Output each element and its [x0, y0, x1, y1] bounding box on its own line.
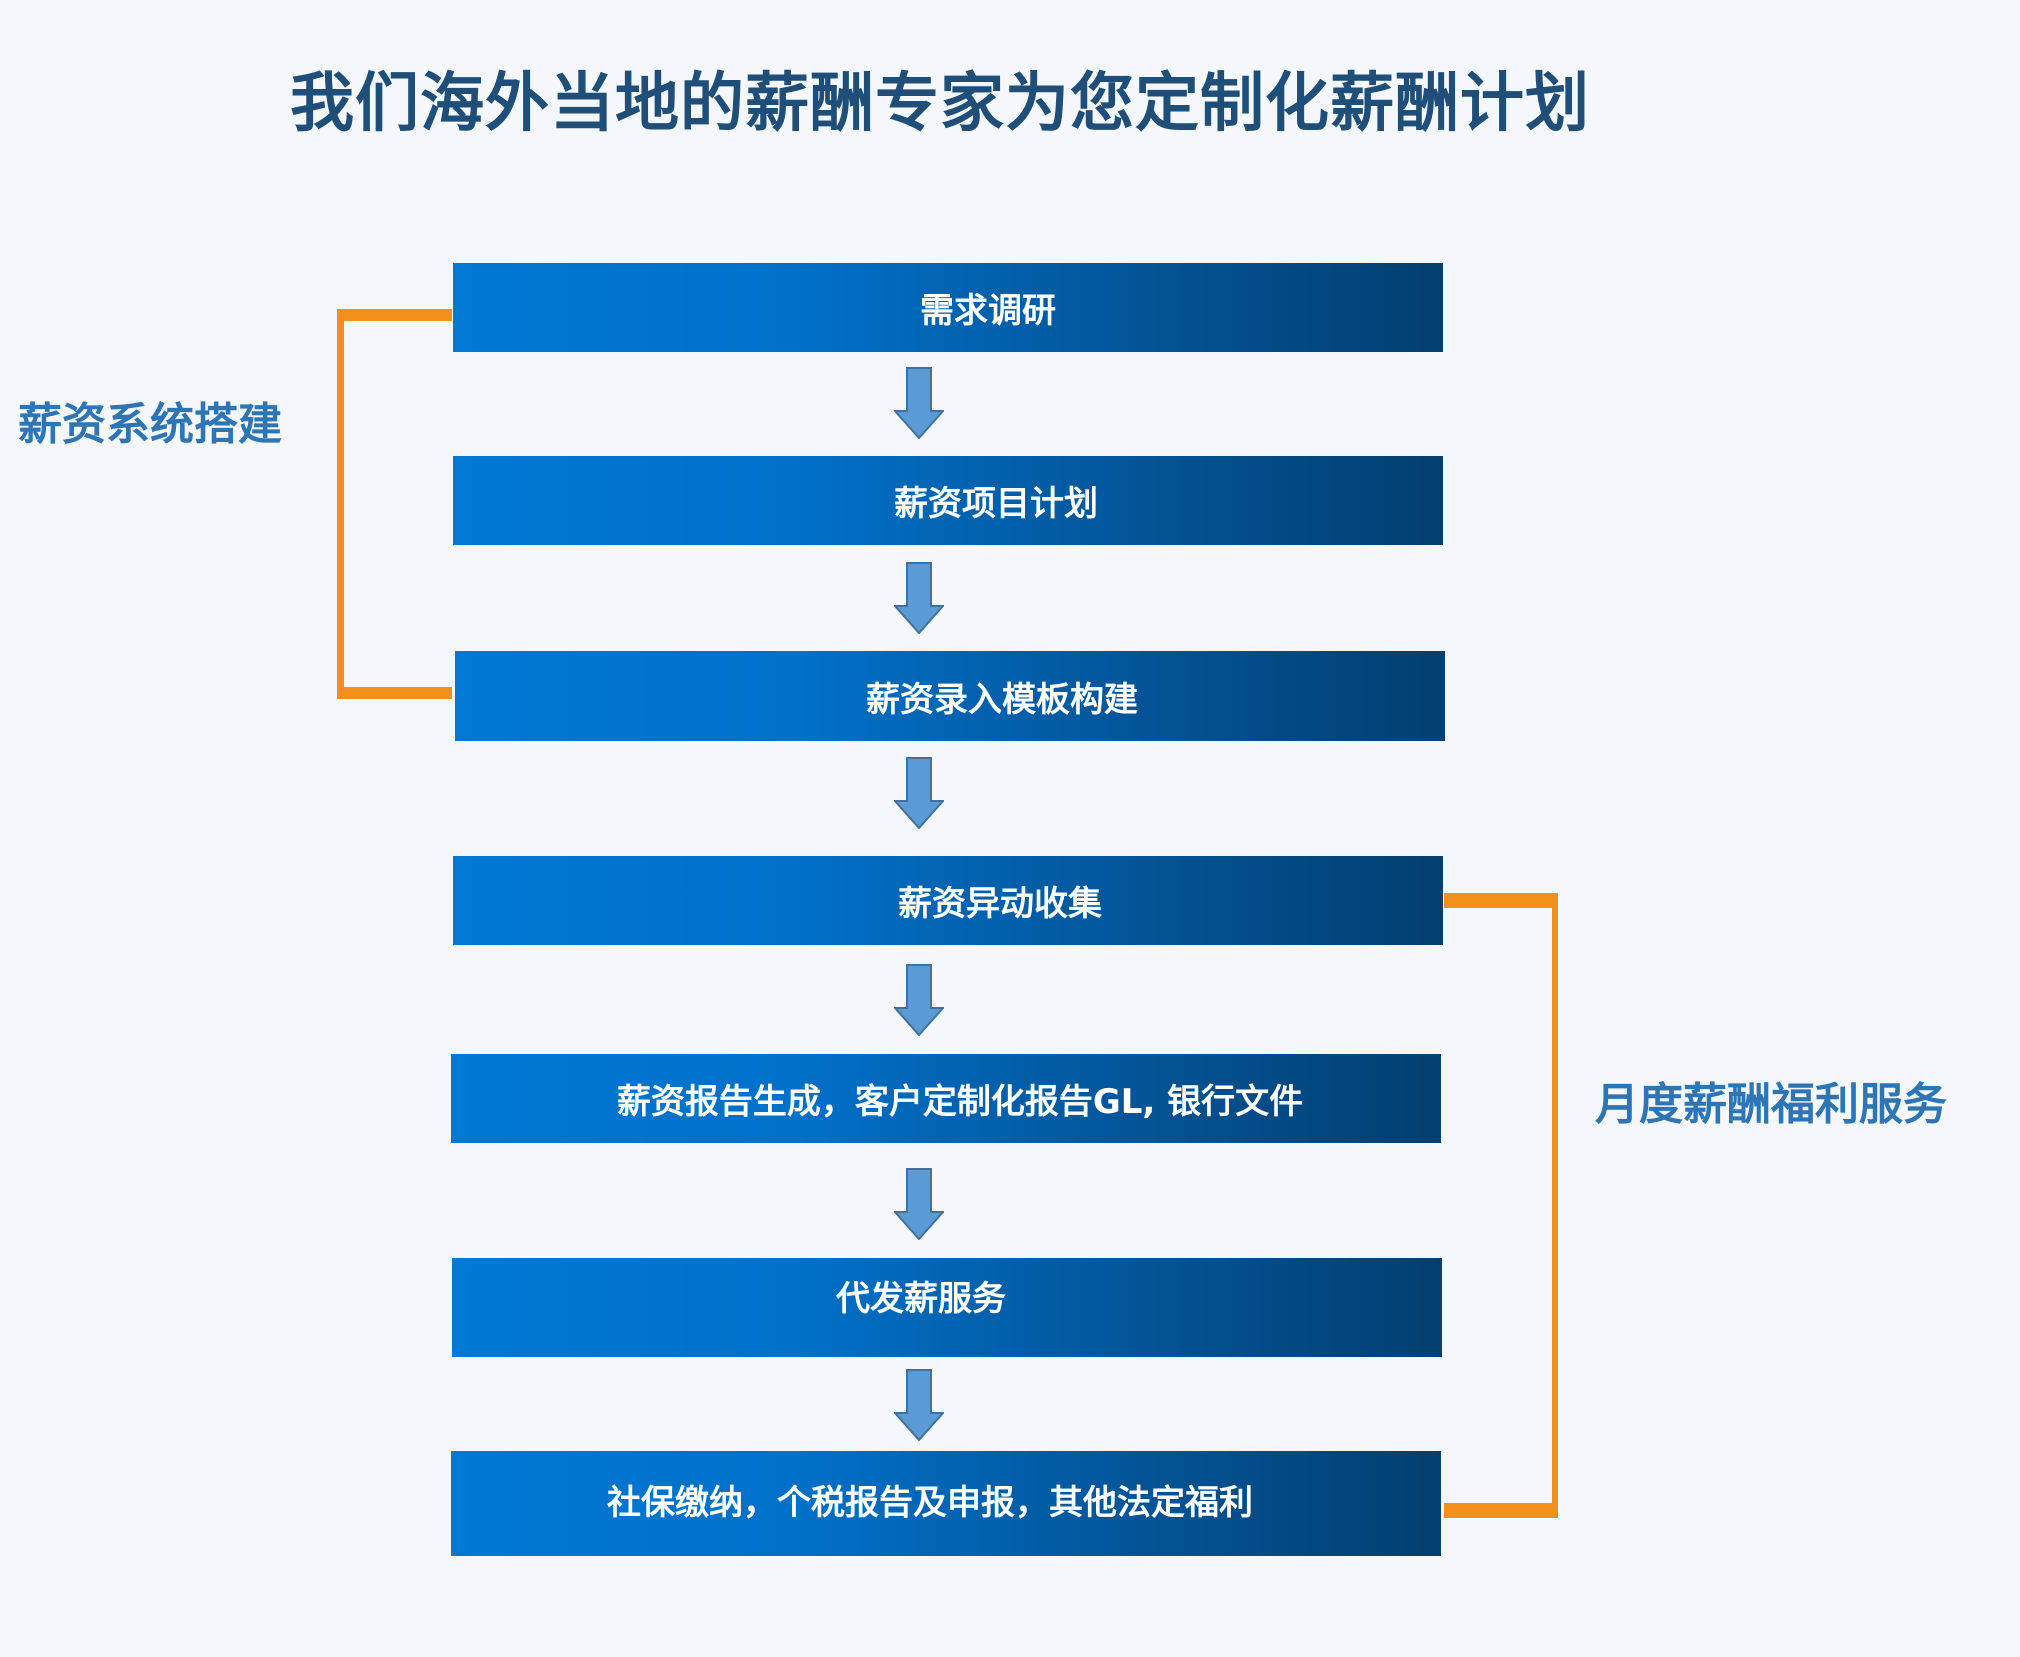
down-arrow-icon — [892, 1369, 946, 1445]
step-payroll-project-plan: 薪资项目计划 — [453, 456, 1443, 545]
step-label: 需求调研 — [920, 291, 1056, 331]
step-payroll-report-generation: 薪资报告生成，客户定制化报告GL, 银行文件 — [451, 1054, 1441, 1143]
group-label-setup: 薪资系统搭建 — [18, 399, 282, 450]
page-title: 我们海外当地的薪酬专家为您定制化薪酬计划 — [290, 67, 1590, 141]
down-arrow-icon — [892, 757, 946, 833]
monthly-bracket-bottom — [1444, 1503, 1558, 1518]
down-arrow-icon — [892, 1168, 946, 1244]
down-arrow-icon — [892, 964, 946, 1040]
step-label: 代发薪服务 — [836, 1279, 1006, 1319]
setup-bracket-top — [337, 309, 452, 321]
step-social-security-tax: 社保缴纳，个税报告及申报，其他法定福利 — [451, 1451, 1441, 1556]
step-label: 薪资报告生成，客户定制化报告GL, 银行文件 — [616, 1082, 1304, 1122]
step-payroll-disbursement: 代发薪服务 — [452, 1258, 1442, 1357]
monthly-bracket-top — [1444, 893, 1558, 908]
setup-bracket-bottom — [337, 687, 452, 699]
step-label: 薪资异动收集 — [898, 884, 1102, 924]
down-arrow-icon — [892, 367, 946, 443]
step-label: 薪资项目计划 — [894, 484, 1098, 524]
step-payroll-change-collection: 薪资异动收集 — [453, 856, 1443, 945]
step-label: 社保缴纳，个税报告及申报，其他法定福利 — [607, 1483, 1253, 1523]
down-arrow-icon — [892, 562, 946, 638]
step-label: 薪资录入模板构建 — [866, 679, 1138, 720]
step-payroll-template-build: 薪资录入模板构建 — [455, 651, 1445, 741]
group-label-monthly: 月度薪酬福利服务 — [1595, 1079, 1947, 1130]
monthly-bracket-vertical — [1552, 893, 1558, 1518]
step-requirements-research: 需求调研 — [453, 263, 1443, 352]
setup-bracket-vertical — [337, 309, 344, 699]
